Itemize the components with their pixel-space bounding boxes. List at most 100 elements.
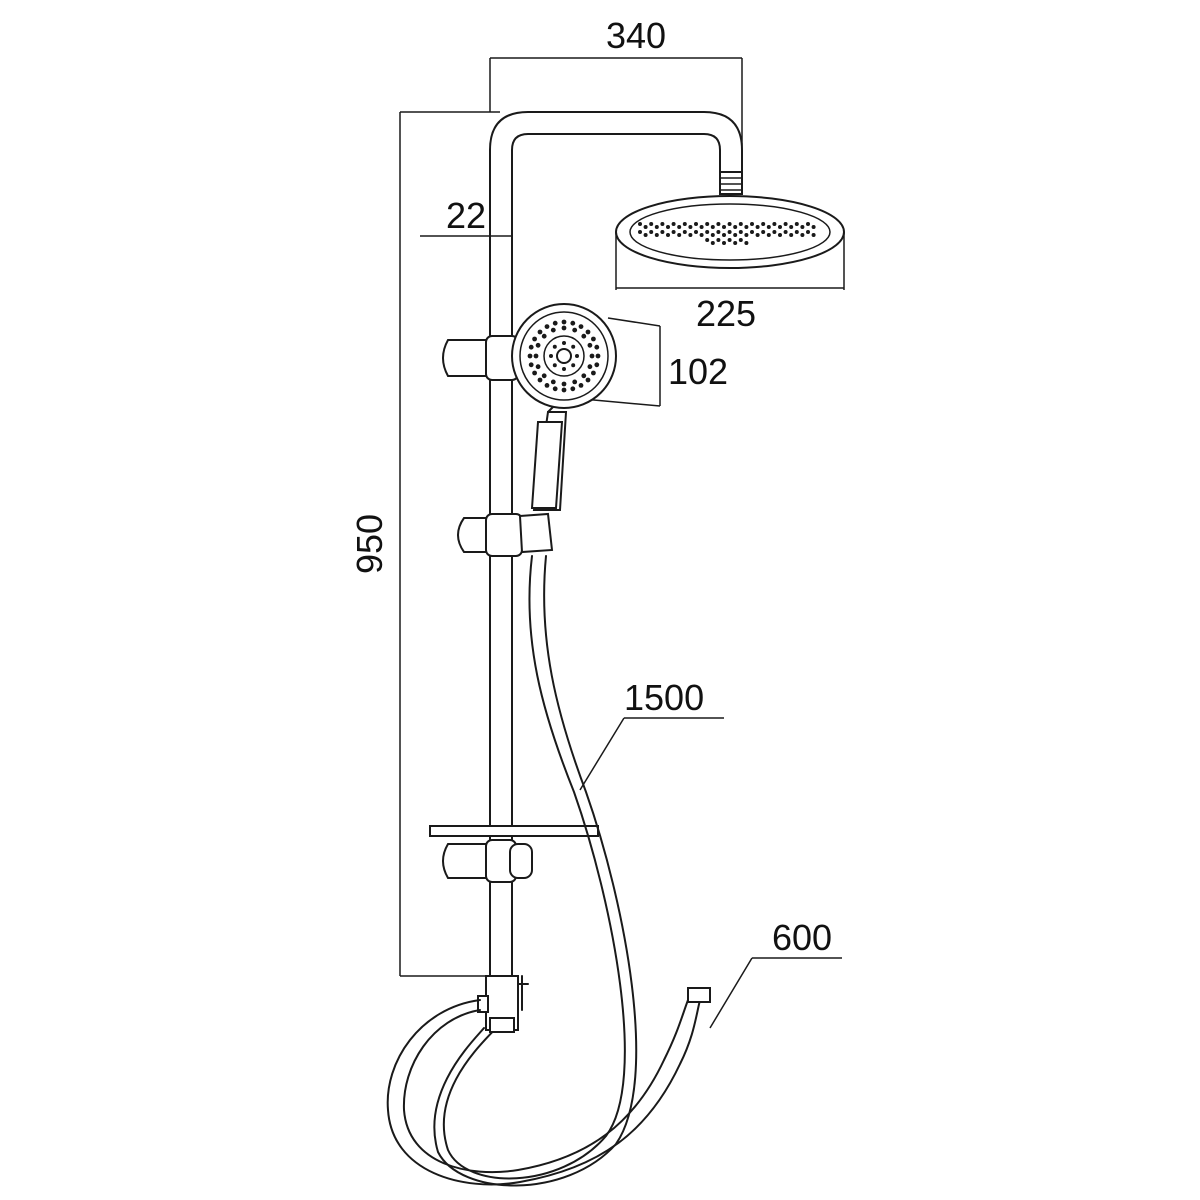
- head-nozzle: [643, 225, 648, 229]
- hand-nozzle: [591, 336, 596, 342]
- head-nozzle: [722, 225, 726, 229]
- hand-nozzle: [535, 342, 541, 348]
- hand-nozzle: [594, 344, 600, 350]
- hand-nozzle: [594, 362, 600, 368]
- soap-shelf: [429, 825, 599, 837]
- hand-nozzle: [552, 320, 558, 326]
- hand-nozzle: [532, 370, 537, 376]
- hand-nozzle: [570, 386, 576, 392]
- hand-nozzle-inner: [562, 341, 566, 345]
- head-nozzle: [733, 225, 738, 229]
- head-nozzle: [755, 225, 760, 229]
- head-nozzles: [638, 222, 816, 245]
- head-nozzle: [705, 238, 710, 242]
- hand-nozzle-inner: [571, 363, 576, 368]
- dim-label-340: 340: [606, 15, 666, 56]
- head-nozzle: [750, 222, 754, 226]
- hand-nozzle: [578, 324, 584, 329]
- head-nozzle: [705, 222, 710, 226]
- upper-slider: [442, 335, 519, 381]
- hand-nozzle: [578, 383, 584, 388]
- overhead-arm: [489, 111, 743, 173]
- hand-nozzle-inner: [552, 344, 557, 349]
- hand-nozzle: [581, 373, 587, 379]
- head-nozzle: [766, 225, 771, 229]
- head-nozzle: [710, 225, 715, 229]
- head-nozzle: [744, 233, 749, 237]
- hand-nozzle: [528, 362, 534, 368]
- hand-nozzle: [550, 327, 556, 333]
- head-nozzle: [705, 230, 710, 234]
- hand-nozzle: [561, 319, 567, 325]
- hand-nozzle: [528, 344, 534, 350]
- hand-nozzle: [527, 353, 533, 359]
- dimension-600: 600: [709, 917, 842, 1029]
- head-nozzle: [738, 230, 743, 234]
- head-nozzle: [727, 222, 732, 226]
- hand-nozzle: [585, 377, 591, 383]
- hand-shower: [511, 303, 617, 511]
- dim-label-1500: 1500: [624, 677, 704, 718]
- head-nozzle: [733, 241, 738, 245]
- head-nozzle: [772, 222, 777, 226]
- head-nozzle: [789, 225, 794, 229]
- head-nozzle: [772, 230, 777, 234]
- hand-nozzle: [537, 329, 543, 335]
- head-nozzle: [638, 230, 642, 234]
- head-nozzle: [727, 238, 732, 242]
- head-nozzle: [716, 238, 721, 242]
- head-nozzle: [794, 230, 799, 234]
- hand-nozzle-inner: [562, 367, 566, 371]
- dim-label-950: 950: [349, 514, 390, 574]
- hand-nozzle: [537, 377, 543, 383]
- dim-label-102: 102: [668, 351, 728, 392]
- head-nozzle: [761, 230, 766, 234]
- dim-label-600: 600: [772, 917, 832, 958]
- hand-nozzle: [552, 386, 558, 392]
- dimension-340: 340: [489, 15, 743, 180]
- overhead-shower-head: [615, 171, 845, 269]
- head-nozzle: [671, 222, 676, 226]
- head-nozzle: [783, 230, 788, 234]
- head-nozzle: [716, 222, 721, 226]
- head-nozzle: [722, 241, 726, 245]
- riser-rail: [489, 149, 513, 977]
- head-nozzle: [722, 233, 726, 237]
- hand-nozzle-inner: [571, 344, 576, 349]
- hand-nozzle: [541, 333, 547, 339]
- dimension-225: 225: [615, 232, 845, 334]
- hand-nozzle: [572, 327, 578, 333]
- head-nozzle: [761, 222, 766, 226]
- hand-nozzle: [587, 342, 593, 348]
- hand-nozzle: [544, 324, 550, 329]
- hand-nozzle: [561, 387, 567, 393]
- hand-nozzle: [550, 379, 556, 385]
- dim-label-22: 22: [446, 195, 486, 236]
- middle-slider: [457, 512, 554, 557]
- hand-shower-nozzles: [527, 319, 601, 393]
- head-nozzle: [733, 233, 738, 237]
- head-nozzle: [750, 230, 754, 234]
- head-nozzle: [694, 222, 698, 226]
- head-nozzle: [671, 230, 676, 234]
- head-nozzle: [744, 225, 749, 229]
- hand-nozzle: [533, 353, 539, 359]
- head-nozzle: [660, 230, 665, 234]
- hand-nozzle: [595, 353, 601, 359]
- hand-nozzle: [589, 353, 595, 359]
- hand-nozzle: [591, 370, 596, 376]
- dimension-950: 950: [349, 111, 500, 977]
- hand-nozzle: [587, 364, 593, 370]
- head-nozzle: [778, 233, 782, 237]
- hand-nozzle: [561, 325, 567, 331]
- head-nozzle: [811, 233, 816, 237]
- hand-nozzle-inner: [552, 363, 557, 368]
- head-nozzle: [688, 225, 693, 229]
- head-nozzle: [666, 225, 670, 229]
- dimension-1500: 1500: [579, 677, 724, 791]
- head-nozzle: [694, 230, 698, 234]
- head-nozzle: [710, 241, 715, 245]
- head-nozzle: [811, 225, 816, 229]
